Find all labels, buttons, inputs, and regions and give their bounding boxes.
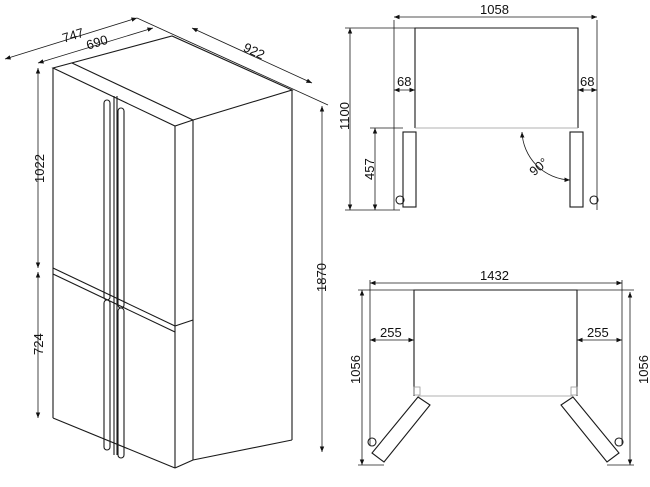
plan-max-opening: 1432 255 255 1056 1056: [348, 268, 650, 466]
isometric-fridge: 747 690 922 1022 724 1870: [4, 17, 329, 469]
door-handles: [103, 99, 125, 459]
dim-90-angle: 90°: [526, 155, 551, 179]
dim-total-height: 1870: [314, 263, 329, 292]
plan-90-degree: 1058 68 68 1100 457 90°: [337, 2, 599, 211]
dim-max-left-depth: 1056: [348, 355, 363, 384]
dim-max-right: 255: [587, 325, 609, 340]
dim-max-right-depth: 1056: [636, 355, 650, 384]
dim-lower-height: 724: [31, 333, 46, 355]
dim-depth-body: 690: [84, 32, 109, 53]
dim-90-right: 68: [580, 74, 594, 89]
dim-upper-height: 1022: [32, 154, 47, 183]
dim-width: 922: [241, 40, 267, 63]
dim-90-left: 68: [397, 74, 411, 89]
dim-90-width: 1058: [480, 2, 509, 17]
dim-depth-total: 747: [60, 25, 85, 46]
dim-max-left: 255: [380, 325, 402, 340]
dim-90-depth: 1100: [337, 102, 352, 130]
dim-90-door-depth: 457: [362, 158, 377, 180]
dim-max-width: 1432: [480, 268, 509, 283]
